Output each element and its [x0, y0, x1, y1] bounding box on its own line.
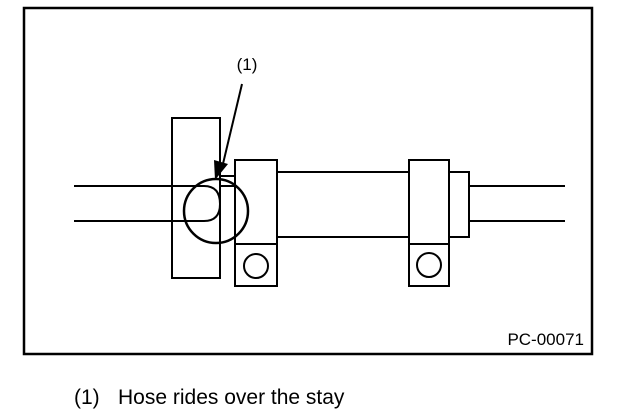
figure-code: PC-00071 — [507, 330, 584, 349]
right-fitting — [448, 171, 470, 238]
figure-frame — [22, 6, 594, 356]
legend: (1) Hose rides over the stay — [74, 386, 344, 410]
callout-leader-arrow — [214, 83, 243, 180]
hose-bend — [172, 175, 236, 222]
left-clamp — [234, 159, 278, 287]
left-hose — [74, 185, 172, 222]
callout-label-1: (1) — [236, 55, 258, 74]
pipe-body — [277, 171, 409, 238]
legend-item-number: (1) — [74, 386, 100, 409]
stay-bracket — [171, 117, 221, 279]
right-hose — [469, 185, 565, 222]
right-clamp — [408, 159, 450, 287]
callout-highlight-circle — [182, 177, 250, 245]
legend-item-text: Hose rides over the stay — [118, 386, 345, 409]
